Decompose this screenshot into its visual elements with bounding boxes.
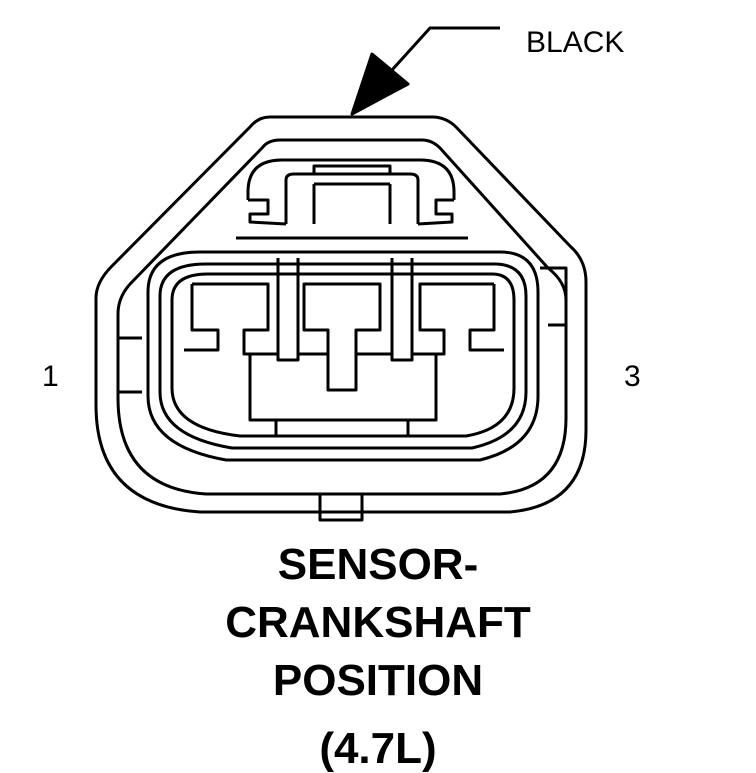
connector-housing-outer	[94, 115, 588, 514]
cavity-floor	[250, 352, 436, 422]
mating-face-cavity	[170, 272, 516, 438]
title-line-3: POSITION	[272, 656, 484, 705]
mating-face-rim-outer	[146, 250, 540, 462]
left-locator-tab	[116, 336, 142, 394]
latch-left-hook	[248, 198, 287, 226]
title-line-1: SENSOR-	[277, 540, 479, 589]
divider-rib-left	[276, 258, 300, 362]
mating-face-rim-inner	[158, 262, 528, 450]
wire-color-label: BLACK	[526, 26, 625, 59]
terminal-cavity-1	[184, 282, 278, 436]
title-line-2: CRANKSHAFT	[225, 598, 531, 647]
callout-arrowhead	[350, 52, 410, 116]
pin-number-right: 3	[624, 360, 641, 393]
divider-rib-right	[390, 258, 414, 362]
latch-right-hook	[417, 198, 454, 226]
locking-latch-top	[312, 164, 392, 174]
title-line-4: (4.7L)	[319, 724, 437, 773]
bottom-key-tab	[318, 494, 364, 522]
locking-latch-outer	[246, 158, 456, 200]
terminal-cavity-2	[302, 282, 382, 392]
callout-leader-line	[390, 26, 500, 72]
locking-latch-slot	[312, 182, 392, 224]
pin-number-left: 1	[42, 360, 59, 393]
terminal-cavity-3	[406, 282, 504, 436]
right-locator-tab	[540, 266, 568, 327]
latch-separator	[222, 236, 482, 254]
locking-latch-body	[284, 172, 420, 224]
